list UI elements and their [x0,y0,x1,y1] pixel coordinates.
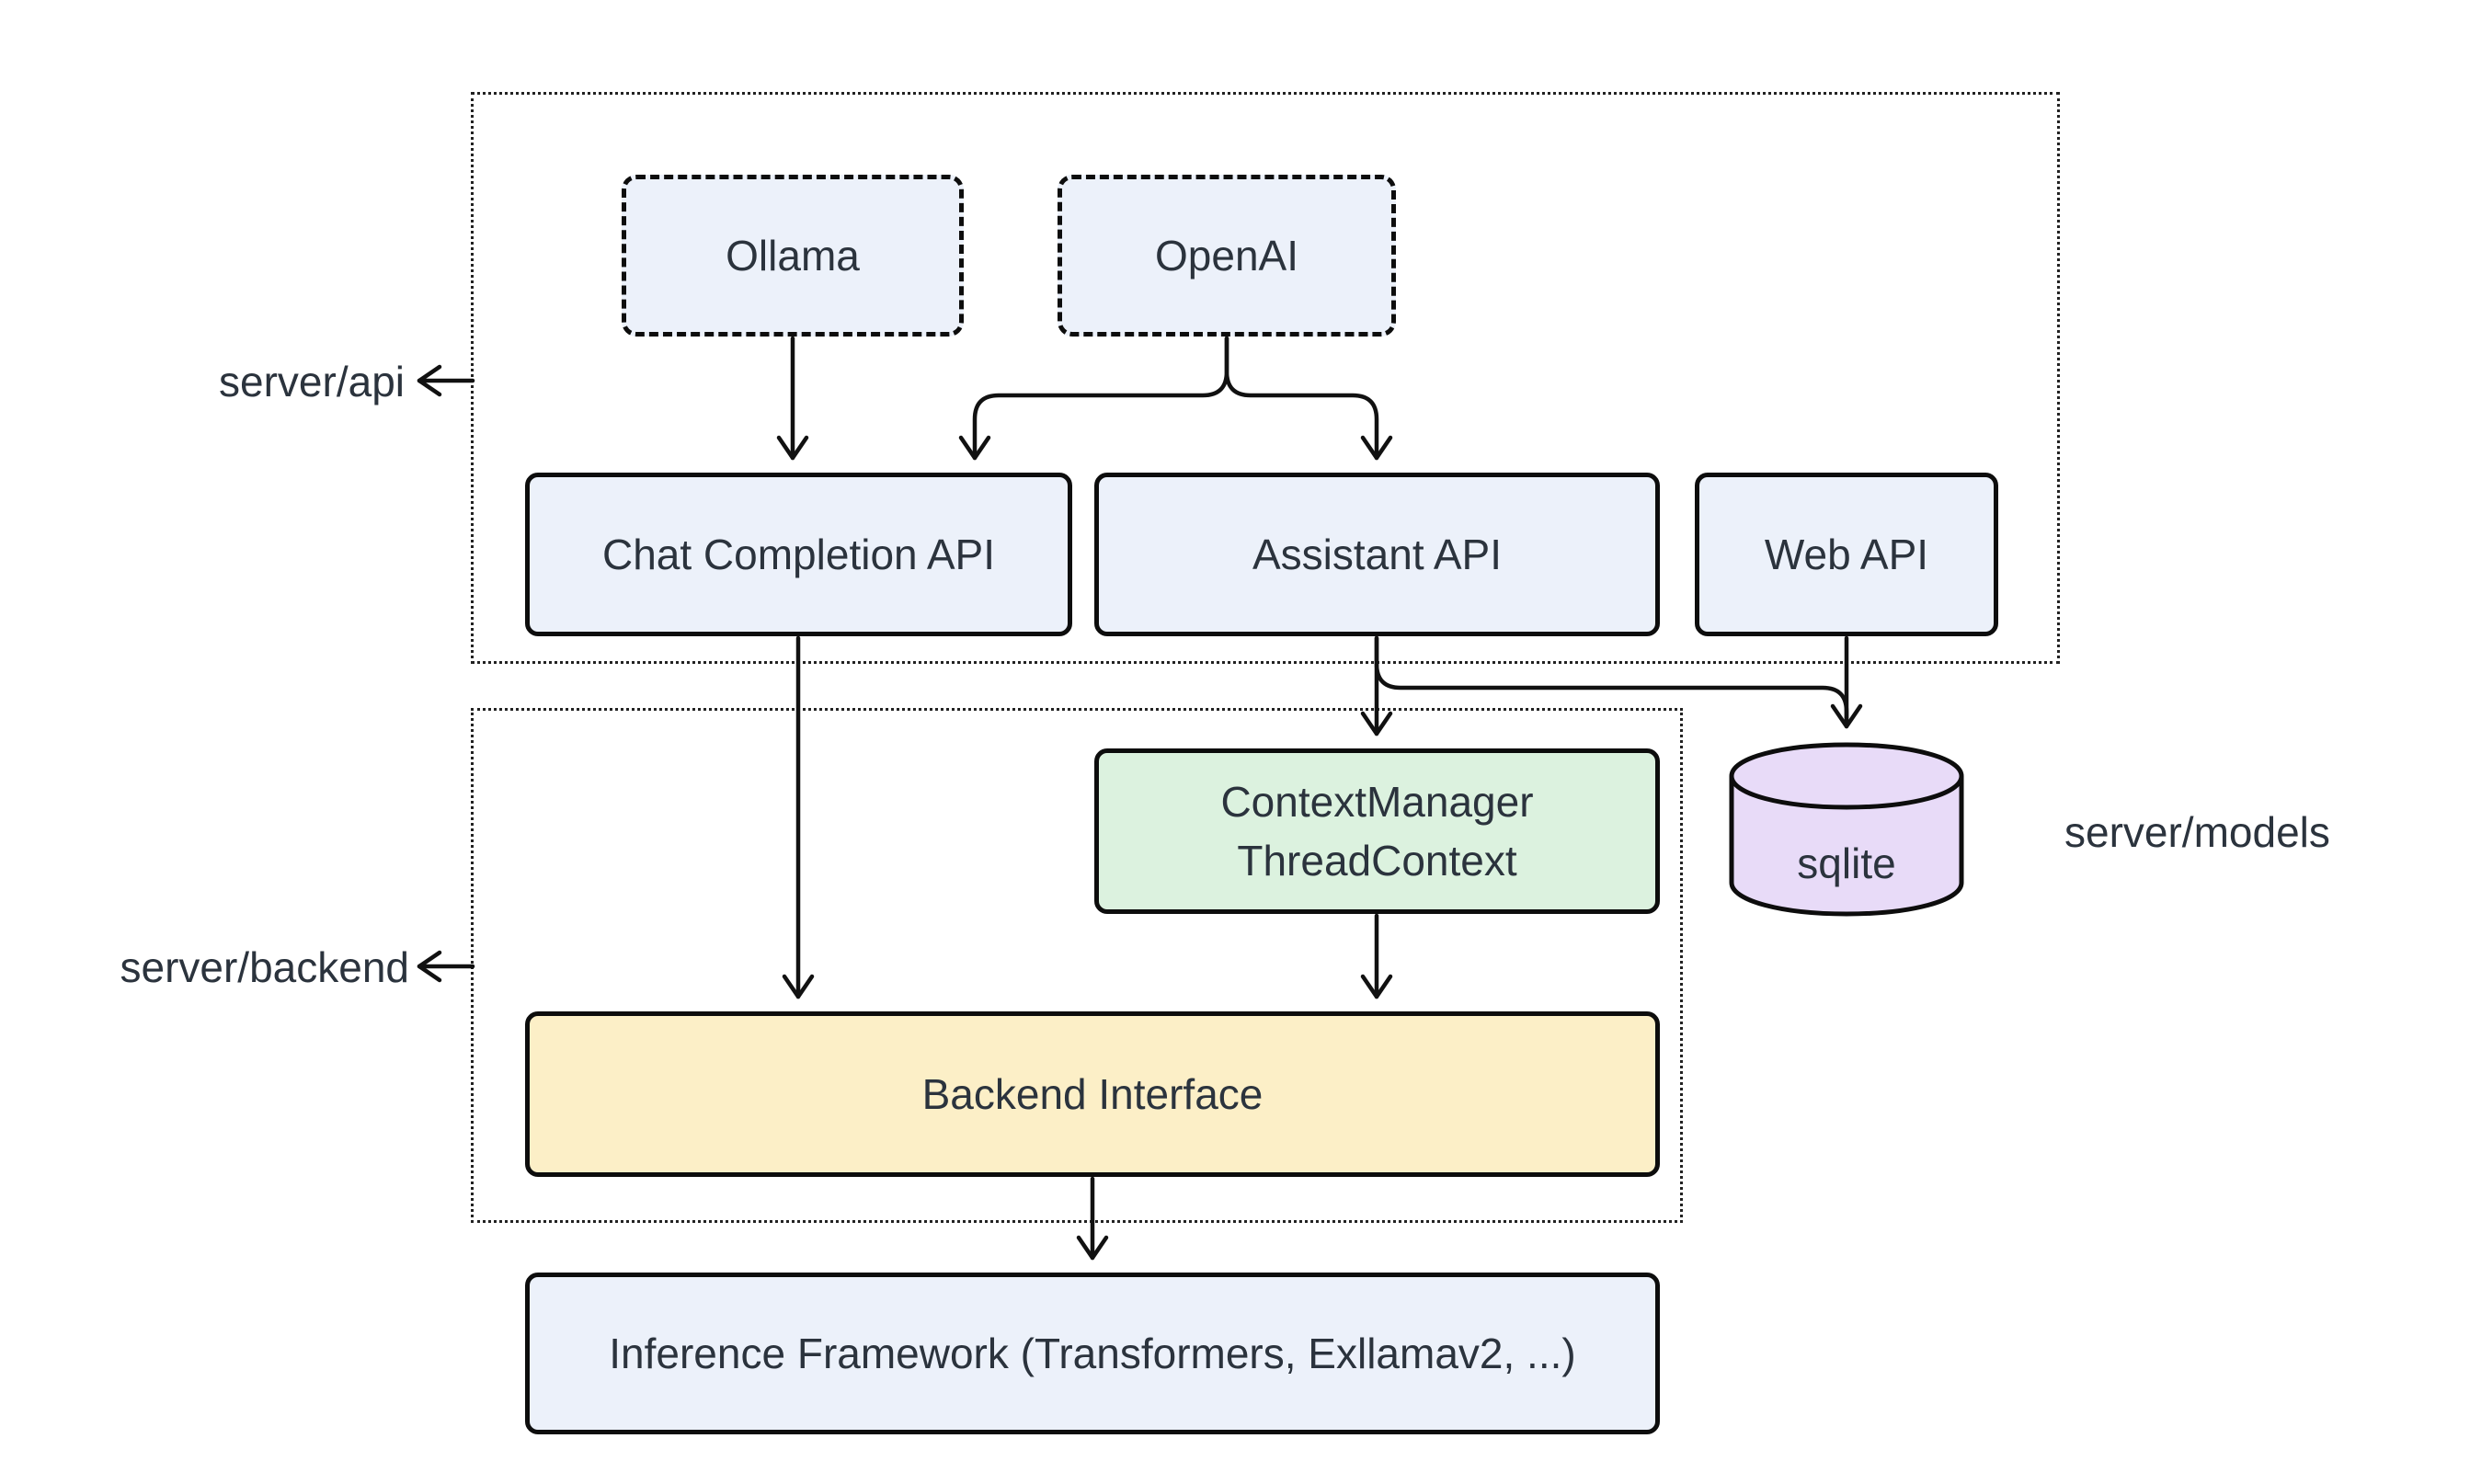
node-chat-completion-api: Chat Completion API [525,473,1072,636]
node-sqlite-database: sqlite [1727,739,1966,919]
node-chat-completion-api-label: Chat Completion API [601,530,995,578]
node-ollama: Ollama [622,175,964,337]
database-cylinder-icon [1729,742,1964,917]
node-ollama-label: Ollama [726,231,860,280]
context-manager-line1: ContextManager [1220,777,1534,826]
node-backend-interface-label: Backend Interface [921,1069,1264,1118]
node-web-api: Web API [1695,473,1998,636]
node-backend-interface: Backend Interface [525,1011,1660,1177]
node-context-manager: ContextManager ThreadContext [1094,748,1660,914]
node-inference-framework: Inference Framework (Transformers, Exlla… [525,1273,1660,1434]
server-models-label: server/models [2064,808,2330,856]
node-sqlite-label: sqlite [1797,839,1896,887]
node-inference-framework-label: Inference Framework (Transformers, Exlla… [609,1329,1576,1377]
node-assistant-api: Assistant API [1094,473,1660,636]
server-api-label: server/api [219,358,405,405]
context-manager-line2: ThreadContext [1237,837,1517,885]
node-assistant-api-label: Assistant API [1252,530,1502,578]
node-openai-label: OpenAI [1155,231,1298,280]
node-web-api-label: Web API [1764,530,1929,578]
node-context-manager-label: ContextManager ThreadContext [1220,772,1533,891]
server-api-container [471,92,2060,664]
node-openai: OpenAI [1058,175,1396,337]
server-backend-label: server/backend [120,943,410,991]
